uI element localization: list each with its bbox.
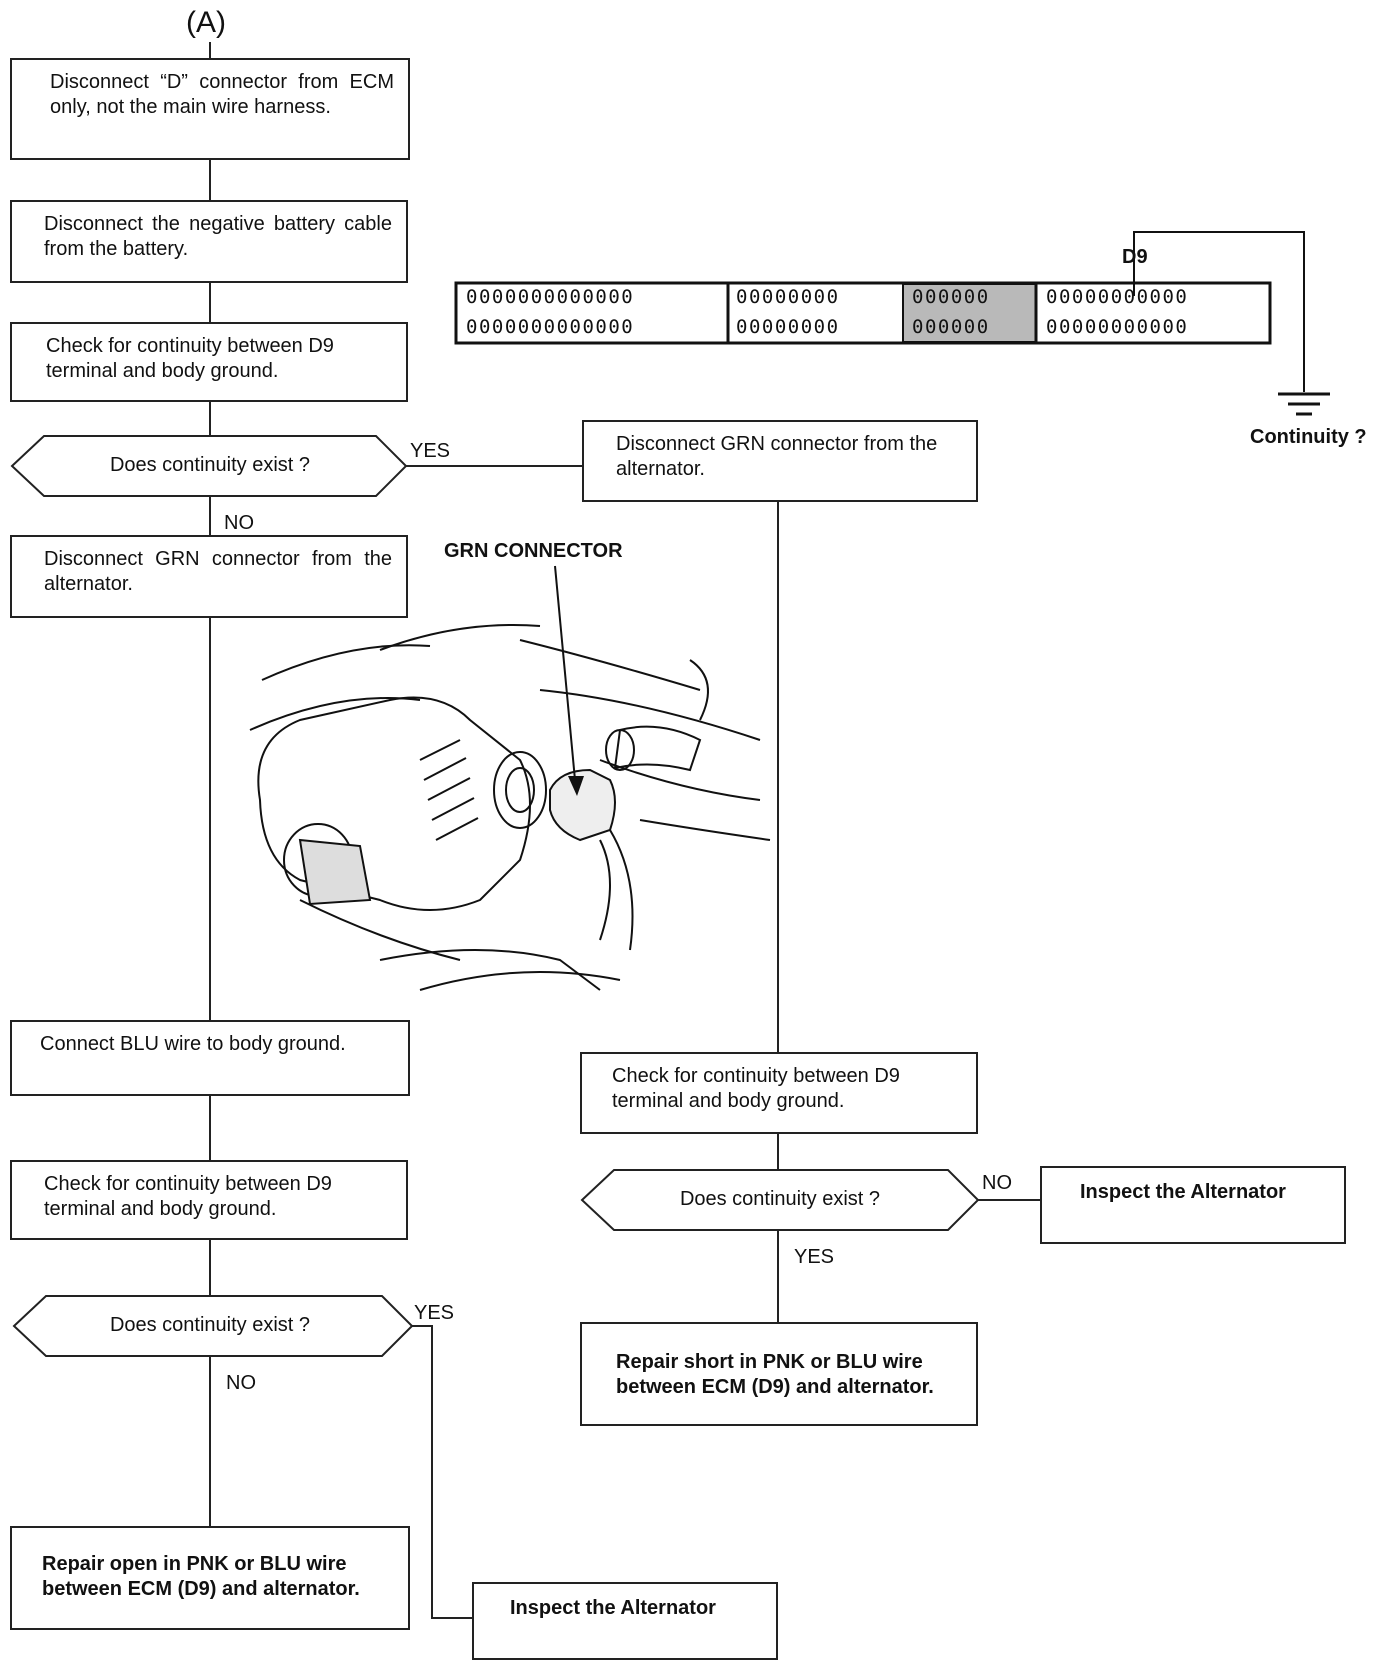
- ecm-connector-diagram: [454, 231, 1330, 416]
- decision1-text: Does continuity exist ?: [109, 454, 311, 476]
- connector-section2-row1: 00000000: [736, 286, 840, 308]
- connector-section2-row2: 00000000: [736, 316, 840, 338]
- alternator-illustration: [249, 565, 771, 991]
- connector-section3-row1: 000000: [912, 286, 990, 308]
- continuity-ground-label: Continuity ?: [1250, 426, 1367, 448]
- check-continuity-step-2: Check for continuity between D9 terminal…: [10, 1160, 408, 1240]
- decision1-no-label: NO: [224, 512, 254, 534]
- decision2-text: Does continuity exist ?: [109, 1314, 311, 1336]
- disconnect-grn-connector-right-step: Disconnect GRN connector from the altern…: [582, 420, 978, 502]
- connector-section1-row1: 0000000000000: [466, 286, 635, 308]
- decision-right-yes-label: YES: [794, 1246, 835, 1268]
- decision2-no-label: NO: [226, 1372, 256, 1394]
- connect-blu-wire-step: Connect BLU wire to body ground.: [10, 1020, 410, 1096]
- disconnect-grn-connector-step: Disconnect GRN connector from the altern…: [10, 535, 408, 618]
- start-label: (A): [186, 6, 226, 39]
- connector-section1-row2: 0000000000000: [466, 316, 635, 338]
- connector-section4-row2: 00000000000: [1046, 316, 1189, 338]
- repair-short-result: Repair short in PNK or BLU wire between …: [580, 1322, 978, 1426]
- check-continuity-right-step: Check for continuity between D9 terminal…: [580, 1052, 978, 1134]
- check-continuity-step: Check for continuity between D9 terminal…: [10, 322, 408, 402]
- repair-open-result: Repair open in PNK or BLU wire between E…: [10, 1526, 410, 1630]
- inspect-alternator-result-left: Inspect the Alternator: [472, 1582, 778, 1660]
- connector-section4-row1: 00000000000: [1046, 286, 1189, 308]
- inspect-alternator-result-right: Inspect the Alternator: [1040, 1166, 1346, 1244]
- disconnect-d-connector-step: Disconnect “D” connector from ECM only, …: [10, 58, 410, 160]
- grn-connector-callout: GRN CONNECTOR: [444, 540, 623, 562]
- decision1-yes-label: YES: [410, 440, 451, 462]
- decision-shapes: [10, 435, 980, 1357]
- connector-section3-row2: 000000: [912, 316, 990, 338]
- decision-right-text: Does continuity exist ?: [679, 1188, 881, 1210]
- decision-right-no-label: NO: [982, 1172, 1012, 1194]
- d9-terminal-label: D9: [1122, 246, 1148, 268]
- disconnect-battery-step: Disconnect the negative battery cable fr…: [10, 200, 408, 283]
- decision2-yes-label: YES: [414, 1302, 455, 1324]
